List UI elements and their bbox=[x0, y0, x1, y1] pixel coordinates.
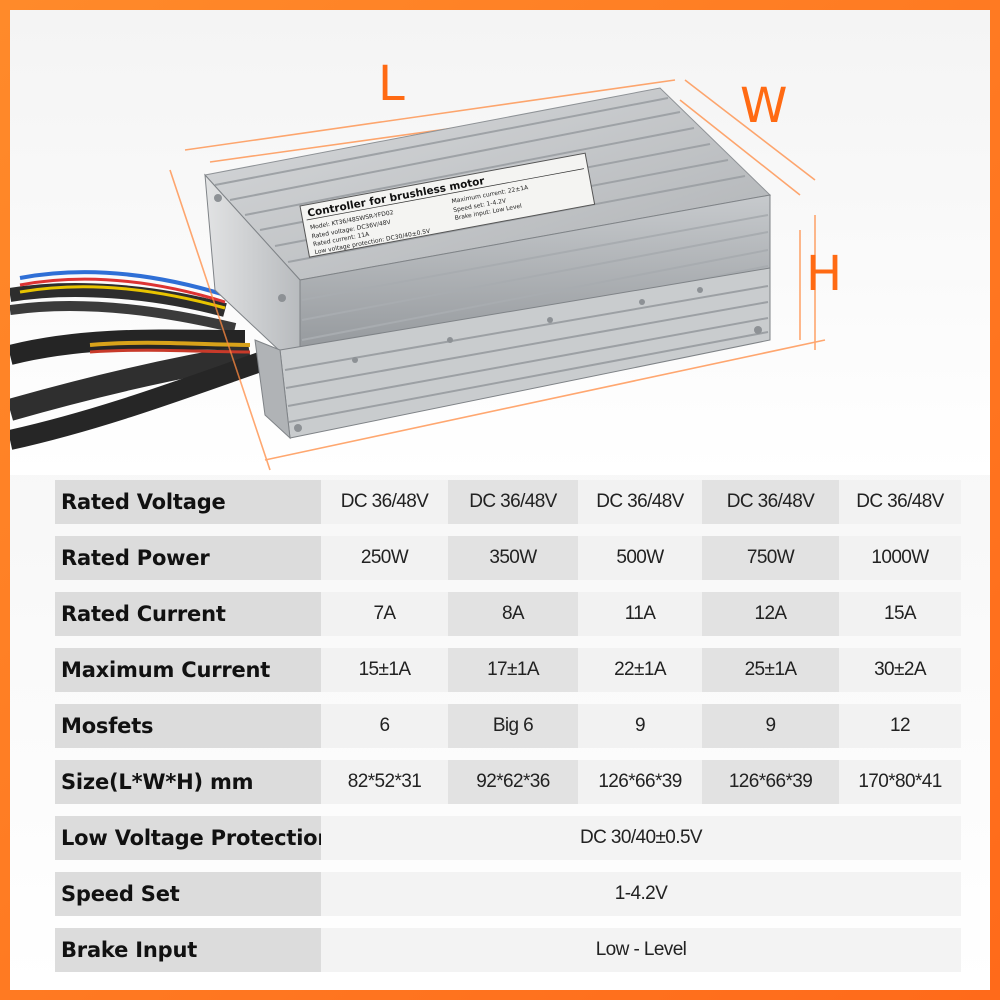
cell-750w: 12A bbox=[702, 592, 839, 636]
cell-500w: 126*66*39 bbox=[578, 760, 702, 804]
cell-500w: 22±1A bbox=[578, 648, 702, 692]
spec-row-maximum-current: Maximum Current 15±1A 17±1A 22±1A 25±1A … bbox=[55, 648, 961, 692]
cell-span: DC 30/40±0.5V bbox=[321, 816, 961, 860]
cell-span: 1-4.2V bbox=[321, 872, 961, 916]
cell-350w: DC 36/48V bbox=[448, 480, 578, 524]
cell-750w: 126*66*39 bbox=[702, 760, 839, 804]
row-label: Rated Power bbox=[55, 536, 321, 580]
cell-1000w: DC 36/48V bbox=[839, 480, 961, 524]
row-label: Maximum Current bbox=[55, 648, 321, 692]
product-frame: Controller for brushless motor Model: KT… bbox=[10, 10, 990, 990]
spec-row-rated-current: Rated Current 7A 8A 11A 12A 15A bbox=[55, 592, 961, 636]
cell-1000w: 15A bbox=[839, 592, 961, 636]
spec-row-speed-set: Speed Set 1-4.2V bbox=[55, 872, 961, 916]
cell-250w: 6 bbox=[321, 704, 448, 748]
cell-500w: DC 36/48V bbox=[578, 480, 702, 524]
cell-1000w: 170*80*41 bbox=[839, 760, 961, 804]
cable-bundle bbox=[10, 270, 264, 450]
cell-1000w: 12 bbox=[839, 704, 961, 748]
cell-1000w: 1000W bbox=[839, 536, 961, 580]
row-label: Speed Set bbox=[55, 872, 321, 916]
row-label: Low Voltage Protection bbox=[55, 816, 332, 860]
cell-span: Low - Level bbox=[321, 928, 961, 972]
cell-250w: DC 36/48V bbox=[321, 480, 448, 524]
cell-350w: 17±1A bbox=[448, 648, 578, 692]
cell-750w: 25±1A bbox=[702, 648, 839, 692]
cell-500w: 500W bbox=[578, 536, 702, 580]
cell-250w: 7A bbox=[321, 592, 448, 636]
row-label: Mosfets bbox=[55, 704, 321, 748]
row-label: Rated Current bbox=[55, 592, 321, 636]
height-label: H bbox=[806, 246, 843, 302]
cell-250w: 15±1A bbox=[321, 648, 448, 692]
row-label: Brake Input bbox=[55, 928, 321, 972]
row-label: Rated Voltage bbox=[55, 480, 321, 524]
cell-250w: 250W bbox=[321, 536, 448, 580]
spec-row-rated-power: Rated Power 250W 350W 500W 750W 1000W bbox=[55, 536, 961, 580]
width-label: W bbox=[740, 78, 788, 134]
cell-750w: DC 36/48V bbox=[702, 480, 839, 524]
cell-350w: Big 6 bbox=[448, 704, 578, 748]
cell-250w: 82*52*31 bbox=[321, 760, 448, 804]
spec-row-brake-input: Brake Input Low - Level bbox=[55, 928, 961, 972]
cell-350w: 92*62*36 bbox=[448, 760, 578, 804]
spec-row-mosfets: Mosfets 6 Big 6 9 9 12 bbox=[55, 704, 961, 748]
cell-500w: 9 bbox=[578, 704, 702, 748]
row-label: Size(L*W*H) mm bbox=[55, 760, 321, 804]
cell-350w: 350W bbox=[448, 536, 578, 580]
cell-1000w: 30±2A bbox=[839, 648, 961, 692]
cell-500w: 11A bbox=[578, 592, 702, 636]
cell-750w: 9 bbox=[702, 704, 839, 748]
controller-photo: Controller for brushless motor Model: KT… bbox=[10, 10, 990, 475]
spec-row-size: Size(L*W*H) mm 82*52*31 92*62*36 126*66*… bbox=[55, 760, 961, 804]
length-label: L bbox=[378, 56, 405, 112]
spec-row-rated-voltage: Rated Voltage DC 36/48V DC 36/48V DC 36/… bbox=[55, 480, 961, 524]
cell-350w: 8A bbox=[448, 592, 578, 636]
cell-750w: 750W bbox=[702, 536, 839, 580]
spec-row-low-voltage-protection: Low Voltage Protection DC 30/40±0.5V bbox=[55, 816, 961, 860]
